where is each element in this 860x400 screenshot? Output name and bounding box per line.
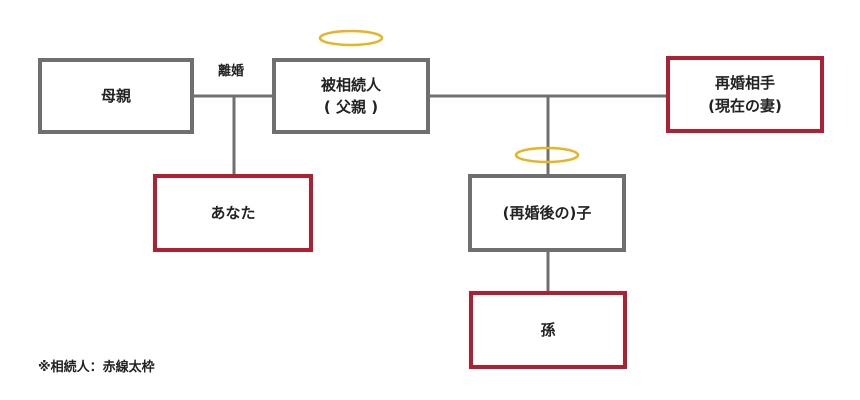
halo-deceased-icon xyxy=(318,29,384,47)
node-deceased: 被相続人 ( 父親 ) xyxy=(272,58,430,134)
node-mother: 母親 xyxy=(38,58,194,134)
node-grandchild: 孫 xyxy=(469,291,627,369)
node-you: あなた xyxy=(153,174,313,252)
node-new-spouse-title: 再婚相手 xyxy=(714,74,775,92)
node-you-label: あなた xyxy=(210,203,256,222)
node-child: (再婚後の)子 xyxy=(468,174,626,252)
node-grandchild-label: 孫 xyxy=(540,320,556,339)
node-new-spouse: 再婚相手 (現在の妻) xyxy=(666,56,824,133)
divorce-label: 離婚 xyxy=(218,64,245,79)
node-deceased-title: 被相続人 xyxy=(320,75,381,94)
node-deceased-subtitle: ( 父親 ) xyxy=(323,98,379,116)
node-new-spouse-subtitle: (現在の妻) xyxy=(708,96,782,115)
node-child-label: (再婚後の)子 xyxy=(502,203,592,222)
halo-child-icon xyxy=(514,146,580,164)
legend-note: ※相続人：赤線太枠 xyxy=(38,360,155,375)
node-mother-label: 母親 xyxy=(100,86,131,105)
